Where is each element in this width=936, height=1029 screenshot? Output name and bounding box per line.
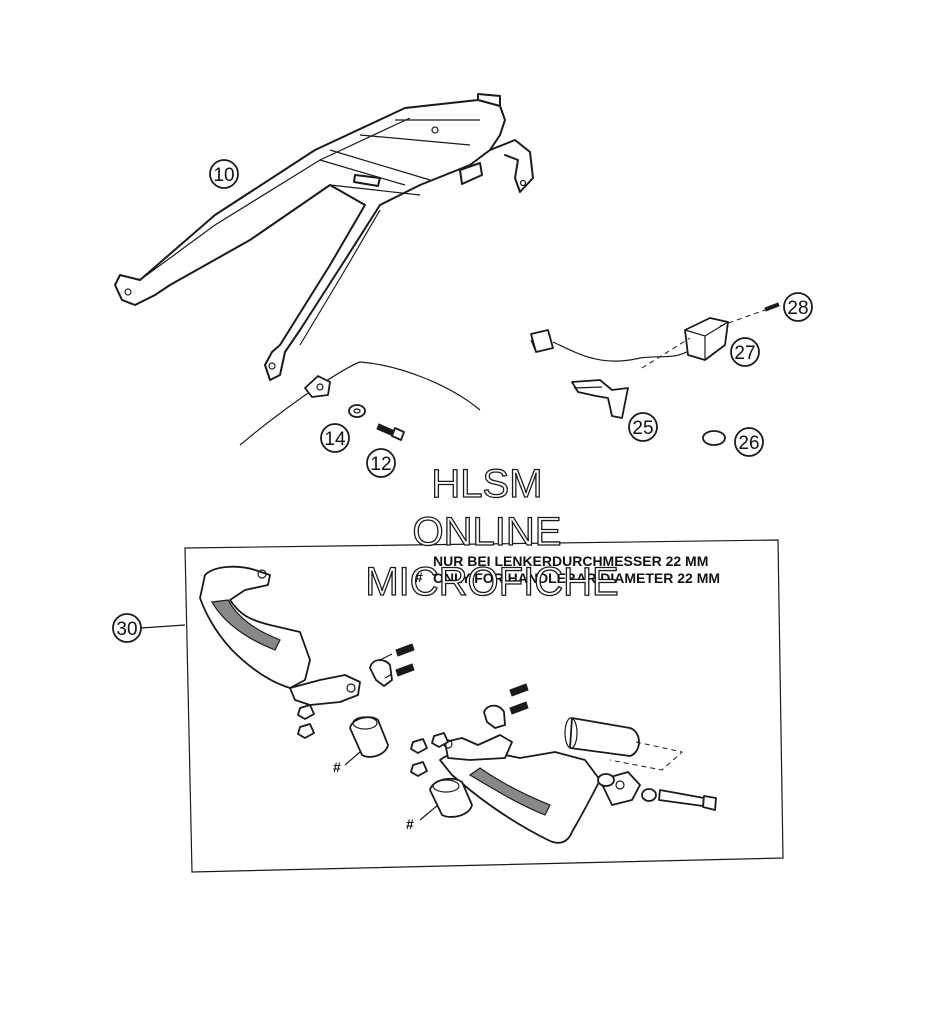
bar-end-bolt — [597, 773, 717, 811]
svg-text:25: 25 — [632, 418, 653, 439]
marker-left: # — [333, 759, 341, 775]
luggage-rack — [114, 93, 534, 381]
svg-text:MICROFICHE: MICROFICHE — [365, 560, 618, 604]
svg-text:27: 27 — [734, 343, 755, 364]
handlebar-end — [564, 717, 684, 771]
svg-text:26: 26 — [738, 433, 759, 454]
fender-outline — [239, 361, 481, 446]
bolt — [376, 423, 405, 441]
watermark: HLSM ONLINE MICROFICHE — [365, 461, 620, 604]
nuts-left — [297, 704, 315, 739]
svg-text:12: 12 — [370, 454, 391, 475]
spacer-right — [429, 777, 473, 818]
clamp-right — [483, 683, 529, 729]
nuts-right — [410, 732, 449, 777]
callout-30: 30 — [112, 613, 186, 643]
marker-right: # — [406, 816, 414, 832]
svg-text:28: 28 — [787, 298, 808, 319]
svg-text:30: 30 — [116, 619, 137, 640]
wiring-harness — [530, 329, 691, 362]
screw — [764, 302, 780, 312]
spacer-left — [349, 716, 389, 758]
light-unit — [684, 317, 729, 361]
cap — [702, 430, 726, 446]
callout-14: 14 — [320, 423, 350, 453]
clamp-left — [369, 643, 415, 687]
svg-text:NUR BEI LENKERDURCHMESSER 22 M: NUR BEI LENKERDURCHMESSER 22 MM — [433, 553, 708, 569]
callout-25: 25 — [628, 412, 658, 442]
light-bracket — [571, 379, 629, 419]
note-22mm: # NUR BEI LENKERDURCHMESSER 22 MM ONLY F… — [415, 553, 720, 586]
kit-frame — [184, 539, 784, 873]
callout-10: 10 — [209, 159, 239, 189]
callout-12: 12 — [366, 448, 396, 478]
svg-text:14: 14 — [324, 429, 346, 450]
svg-text:ONLINE: ONLINE — [413, 510, 562, 554]
washer — [348, 404, 366, 418]
svg-text:HLSM: HLSM — [431, 462, 542, 506]
svg-text:#: # — [415, 569, 423, 585]
svg-text:ONLY FOR HANDLEBAR DIAMETER 22: ONLY FOR HANDLEBAR DIAMETER 22 MM — [433, 570, 720, 586]
callout-26: 26 — [734, 427, 764, 457]
hand-guard-left — [199, 565, 361, 706]
callout-27: 27 — [730, 337, 760, 367]
svg-text:10: 10 — [213, 165, 234, 186]
callout-28: 28 — [783, 292, 813, 322]
